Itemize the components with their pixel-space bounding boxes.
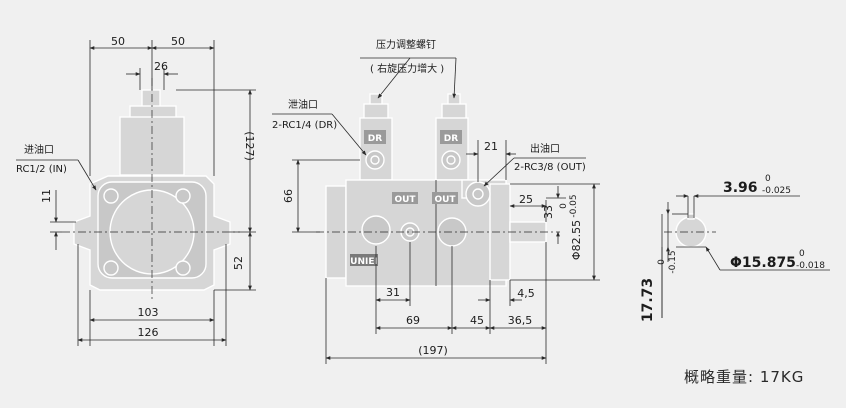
drain-label: 泄油口 (288, 98, 318, 111)
plate-out-1: OUT (394, 195, 416, 205)
front-adjuster-base (129, 105, 177, 119)
dim-36-5: 36,5 (508, 314, 533, 327)
valve1-body (359, 117, 393, 181)
dim-top-width: 26 (154, 60, 168, 73)
adjust-screw-label: 压力调整螺钉 (376, 38, 436, 51)
dim-33: 33 (542, 205, 555, 219)
shaft-section: 3.96 0 -0.025 17.73 0 -0.15 Φ15.875 0 -0… (640, 174, 830, 322)
plate-dr-1: DR (368, 134, 382, 144)
dim-half-right: 50 (171, 35, 185, 48)
front-bolt-hole-tr (175, 188, 191, 204)
dim-31: 31 (386, 286, 400, 299)
key-height-tol-top: 0 (657, 259, 667, 265)
dim-4-5: 4,5 (517, 287, 535, 300)
dim-25: 25 (519, 193, 533, 206)
dim-21: 21 (484, 140, 498, 153)
valve1-plate (364, 130, 386, 144)
dim-width-inner: 103 (138, 306, 159, 319)
drain-port-1-inner (370, 155, 380, 165)
dim-66: 66 (282, 189, 295, 203)
shaft-key (687, 213, 695, 220)
nameplate (350, 254, 378, 266)
plate-out-2: OUT (434, 195, 456, 205)
out-plate-1 (392, 192, 418, 204)
dim-width-outer: 126 (138, 326, 159, 339)
dim-45: 45 (470, 314, 484, 327)
valve2-body (435, 117, 469, 181)
valve2-plate (440, 130, 462, 144)
key-height: 17.73 (640, 278, 656, 322)
outlet-label: 出油口 (530, 142, 560, 155)
dim-center-height: 52 (232, 256, 245, 270)
inlet-label: 进油口 (24, 143, 54, 156)
plate-dr-2: DR (444, 134, 458, 144)
shaft-diameter-tol-top: 0 (799, 249, 805, 259)
dim-half-left: 50 (111, 35, 125, 48)
side-port-1 (361, 215, 391, 245)
front-bolt-hole-tl (103, 188, 119, 204)
dim-82-55: Φ82.55 (570, 220, 583, 260)
dim-69: 69 (406, 314, 420, 327)
front-view: 50 50 26 (127) 52 11 103 126 进油口 RC (16, 35, 256, 346)
drain-port-2-inner (446, 155, 456, 165)
shaft-diameter-tol-bottom: -0.018 (796, 261, 825, 271)
shaft-diameter: Φ15.875 (730, 255, 796, 271)
outlet-port-inner (472, 188, 484, 200)
front-bolt-hole-bl (103, 260, 119, 276)
side-view: DR DR OUT OUT UNIEI 压力调整螺钉 (272, 38, 600, 364)
weight-label: 概略重量: 17KG (684, 368, 805, 386)
key-width-tol-top: 0 (765, 174, 771, 184)
key-width: 3.96 (723, 180, 758, 196)
front-bolt-hole-br (175, 260, 191, 276)
dim-82-55-tol-bottom: -0.05 (569, 194, 579, 217)
out-plate-2 (432, 192, 458, 204)
dim-port-offset: 11 (40, 189, 53, 203)
dim-197: (197) (418, 344, 448, 357)
key-width-tol-bottom: -0.025 (762, 186, 791, 196)
dim-82-55-tol-top: 0 (559, 203, 569, 209)
inlet-spec: RC1/2 (IN) (16, 164, 67, 175)
nameplate-text: UNIEI (350, 257, 378, 267)
drain-spec: 2-RC1/4 (DR) (272, 120, 337, 131)
adjust-screw-note: ( 右旋压力增大 ) (370, 62, 444, 75)
key-height-tol-bottom: -0.15 (668, 250, 678, 273)
dim-total-height: (127) (243, 131, 256, 161)
outlet-spec: 2-RC3/8 (OUT) (514, 162, 586, 173)
